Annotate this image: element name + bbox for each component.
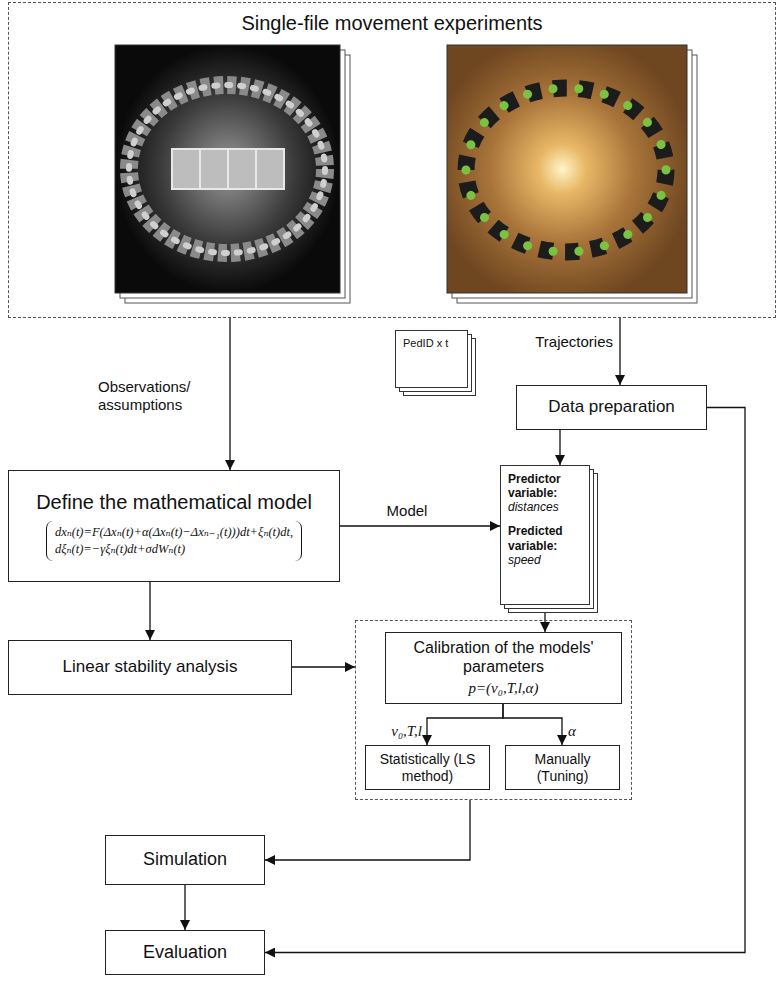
pedestrian-ring [466,88,666,252]
flow-arrow [340,525,500,526]
node-text: distances [508,500,559,514]
pedestrian-ring [129,85,325,253]
process-box: Evaluation [105,930,265,975]
edge-label: Observations/ assumptions [98,378,223,414]
process-box: Linear stability analysis [8,640,292,695]
flow-arrow [559,430,560,465]
central-barrier [172,149,284,189]
flow-arrow [427,704,503,745]
equation-line: dξₙ(t)=−γξₙ(t)dt+σdWₙ(t) [55,541,293,558]
photo-background [115,45,340,293]
calibration-group: Calibration of the models' parameters p=(… [355,620,632,800]
node-text: p=(v₀,T,l,α) [468,680,538,698]
flow-arrow [184,885,185,930]
node-text: Predicted variable: [508,524,582,552]
model-box: Define the mathematical model dxₙ(t)=F(Δx… [8,470,340,582]
edge-label: v₀,T,l [360,722,422,740]
node-text: Single-file movement experiments [241,12,542,36]
process-box: Manually (Tuning) [505,745,620,790]
edge-label: α [568,722,598,740]
equation-line: dxₙ(t)=F(Δxₙ(t)+α(Δxₙ(t)−Δxₙ₋₁(t)))dt+ξₙ… [55,524,293,541]
process-box: Data preparation [516,385,707,430]
flow-arrow [292,666,355,667]
node-text: PedID x t [403,337,448,350]
node-text: speed [508,553,541,567]
process-box: Statistically (LS method) [365,745,490,790]
photo-stack-left [115,45,350,303]
flow-arrow [229,318,230,470]
node-text: Manually (Tuning) [514,751,611,784]
node-text: Predictor variable: [508,472,582,500]
experiments-panel: Single-file movement experiments [8,2,776,318]
node-text: Evaluation [143,942,227,963]
barrier-divider [199,149,201,189]
flow-arrow [149,582,150,640]
pedestrian-heads [129,85,325,253]
node-text: Define the mathematical model [36,491,312,515]
node-text: Simulation [143,849,227,870]
flow-arrow [503,704,562,745]
flow-arrow [619,318,620,385]
edge-label: Model [372,502,442,520]
node-text: Statistically (LS method) [374,751,481,784]
edge-label: Trajectories [515,333,613,351]
node-text: Linear stability analysis [63,657,238,677]
node-text: Calibration of the models' parameters [394,639,613,677]
flow-arrow [265,800,470,860]
process-box: Simulation [105,835,265,885]
barrier-divider [227,149,229,189]
node-text: Data preparation [548,397,675,417]
photo-background [447,45,687,293]
barrier-divider [255,149,257,189]
variables-document-stack: Predictor variable:distancesPredicted va… [500,465,590,605]
photo-stack-right [447,45,697,303]
process-box: Calibration of the models' parameters p=(… [385,632,622,704]
green-caps [466,88,666,252]
data-file-stack: PedID x t [395,330,468,388]
flow-arrow [544,605,545,632]
equation-system: dxₙ(t)=F(Δxₙ(t)+α(Δxₙ(t)−Δxₙ₋₁(t)))dt+ξₙ… [46,521,302,561]
